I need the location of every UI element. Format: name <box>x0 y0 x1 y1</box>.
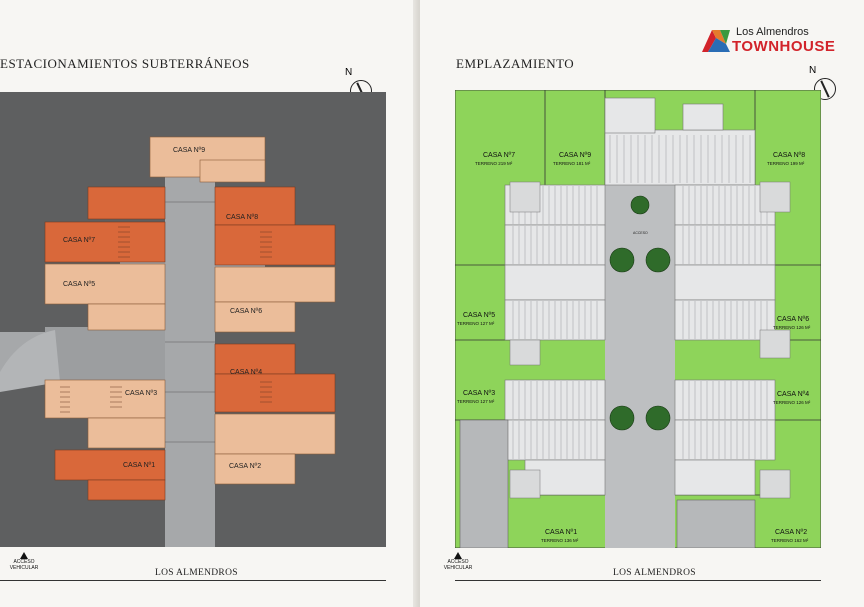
lot-casa-2-name: CASA Nº2 <box>775 529 808 536</box>
brand-name: Los Almendros <box>736 26 809 38</box>
parking-casa-8-label: CASA Nº8 <box>226 214 259 221</box>
site-plan: CASA Nº7 TERRENO 219 M² CASA Nº9 TERRENO… <box>454 89 822 549</box>
lot-casa-4-name: CASA Nº4 <box>777 391 810 398</box>
parking-casa-3-label: CASA Nº3 <box>125 390 158 397</box>
lot-casa-8-area: TERRENO 199 M² <box>767 161 805 166</box>
street-line <box>0 580 386 581</box>
brand-subtitle: TOWNHOUSE <box>732 38 836 55</box>
parking-casa-5-label: CASA Nº5 <box>63 281 96 288</box>
parking-casa-1-label: CASA Nº1 <box>123 462 156 469</box>
street-line <box>455 580 821 581</box>
access-arrow-icon <box>454 552 462 559</box>
street-label: LOS ALMENDROS <box>155 568 238 578</box>
parking-casa-7-label: CASA Nº7 <box>63 237 96 244</box>
lot-casa-6-area: TERRENO 126 M² <box>773 325 811 330</box>
lot-casa-1-area: TERRENO 136 M² <box>541 538 579 543</box>
vehicle-access-marker: ACCESO VEHICULAR <box>4 552 44 571</box>
parking-title: ESTACIONAMIENTOS SUBTERRÁNEOS <box>0 56 250 71</box>
vehicle-access-marker: ACCESO VEHICULAR <box>438 552 478 571</box>
street-label: LOS ALMENDROS <box>613 568 696 578</box>
compass-label: N <box>345 67 353 78</box>
lot-casa-9-area: TERRENO 181 M² <box>553 161 591 166</box>
lot-casa-3-name: CASA Nº3 <box>463 390 496 397</box>
lot-casa-8-name: CASA Nº8 <box>773 152 806 159</box>
lot-casa-9-name: CASA Nº9 <box>559 152 592 159</box>
right-page: EMPLAZAMIENTO N <box>420 0 864 607</box>
north-compass-icon: N <box>809 65 838 102</box>
lot-casa-6-name: CASA Nº6 <box>777 316 810 323</box>
parking-casa-6-label: CASA Nº6 <box>230 308 263 315</box>
lot-casa-5-name: CASA Nº5 <box>463 312 496 319</box>
lot-casa-2-area: TERRENO 162 M² <box>771 538 809 543</box>
parking-casa-4-label: CASA Nº4 <box>230 369 263 376</box>
walkway-access-tag: ACCESO <box>633 231 648 235</box>
logo-mark-icon <box>702 30 730 52</box>
parking-plan: CASA Nº9 CASA Nº8 CASA Nº7 CASA Nº5 CASA… <box>0 92 386 547</box>
left-page: ESTACIONAMIENTOS SUBTERRÁNEOS N <box>0 0 420 607</box>
lot-casa-7-area: TERRENO 219 M² <box>475 161 513 166</box>
access-arrow-icon <box>20 552 28 559</box>
lot-casa-5-area: TERRENO 127 M² <box>457 321 495 326</box>
site-plan-title: EMPLAZAMIENTO <box>456 56 575 71</box>
lot-casa-3-area: TERRENO 127 M² <box>457 399 495 404</box>
lot-casa-4-area: TERRENO 126 M² <box>773 400 811 405</box>
parking-casa-9-label: CASA Nº9 <box>173 147 206 154</box>
lot-casa-7-name: CASA Nº7 <box>483 152 516 159</box>
compass-label: N <box>809 65 817 76</box>
brand-logo: Los Almendros TOWNHOUSE <box>702 24 852 60</box>
parking-casa-2-label: CASA Nº2 <box>229 463 262 470</box>
lot-casa-1-name: CASA Nº1 <box>545 529 578 536</box>
